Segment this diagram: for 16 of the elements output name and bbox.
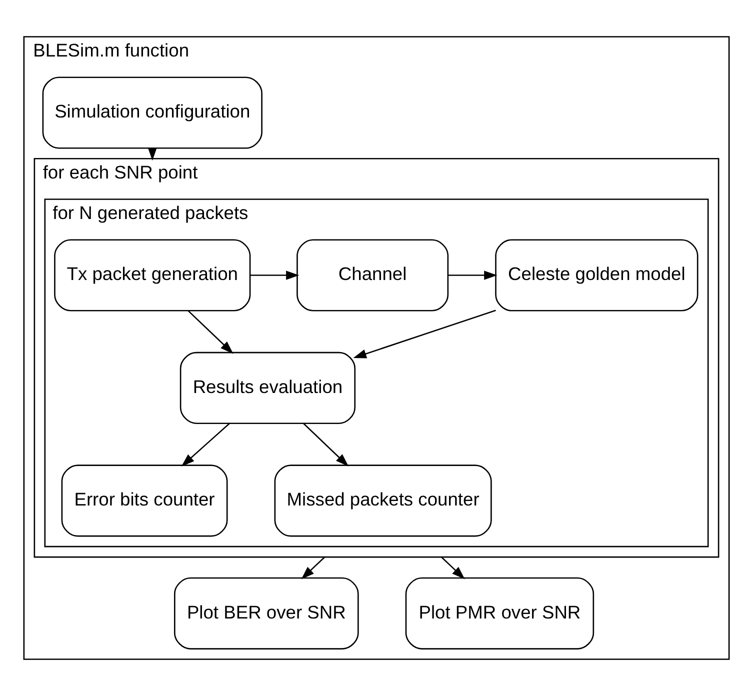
node-box: Celeste golden model — [495, 239, 698, 312]
node-box: Missed packets counter — [274, 464, 492, 537]
arrow — [440, 556, 465, 580]
node-box: Channel — [296, 239, 449, 312]
arrow — [181, 423, 230, 466]
arrow — [303, 423, 349, 467]
arrow — [448, 270, 498, 280]
arrow — [353, 310, 496, 358]
node-box: Error bits counter — [61, 464, 228, 537]
node-box: Results evaluation — [180, 352, 356, 424]
node-box: Tx packet generation — [54, 239, 251, 312]
node-box: Plot BER over SNR — [174, 577, 359, 650]
arrow — [188, 310, 234, 354]
node-box: Plot PMR over SNR — [405, 577, 594, 650]
arrow — [250, 270, 300, 280]
arrow — [301, 556, 326, 580]
